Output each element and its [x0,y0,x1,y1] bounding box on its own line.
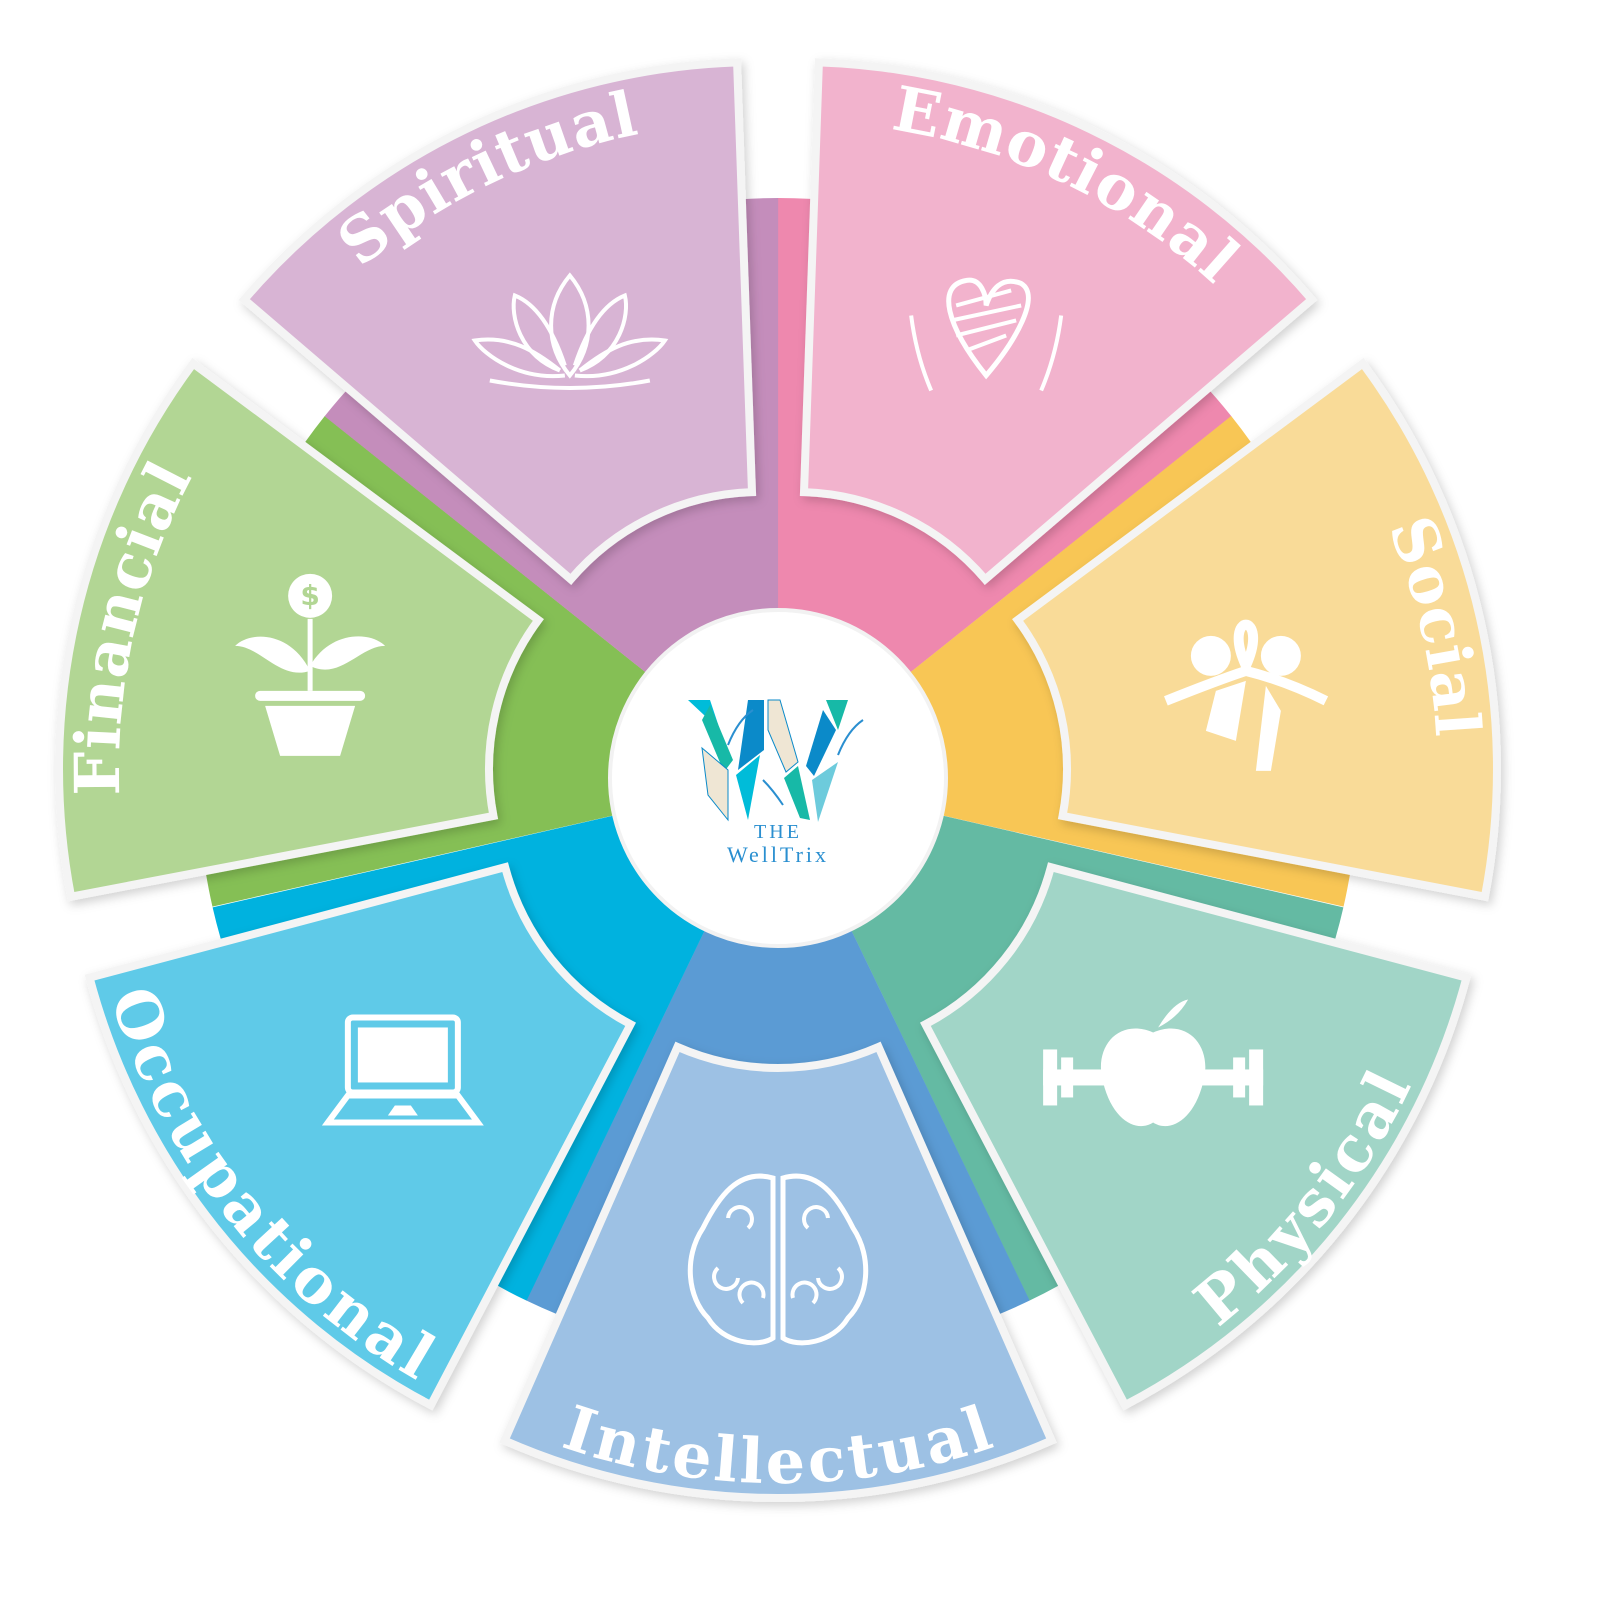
segment-spiritual[interactable] [238,58,757,585]
apple-dumbbell-icon [1043,999,1264,1127]
segment-emotional[interactable] [799,58,1318,585]
svg-text:$: $ [300,579,319,612]
brain-icon [687,1173,869,1346]
segment-icons: $ [235,272,1329,1346]
segment-social[interactable] [1012,357,1501,902]
money-plant-icon: $ [235,573,386,756]
segment-financial[interactable] [55,357,544,902]
lotus-icon [471,272,669,390]
segment-physical[interactable] [920,862,1472,1411]
logo-line2: WellTrix [727,842,829,867]
segment-intellectual[interactable] [499,1041,1057,1502]
segment-occupational[interactable] [84,862,636,1411]
laptop-icon [321,1014,484,1126]
logo-line1: THE [754,821,802,843]
center-logo: THE WellTrix [608,608,948,948]
heart-with-branches-icon [909,277,1064,392]
logo-w-icon [688,699,864,822]
outer-petals [55,58,1501,1502]
people-ribbon-icon [1164,619,1329,771]
